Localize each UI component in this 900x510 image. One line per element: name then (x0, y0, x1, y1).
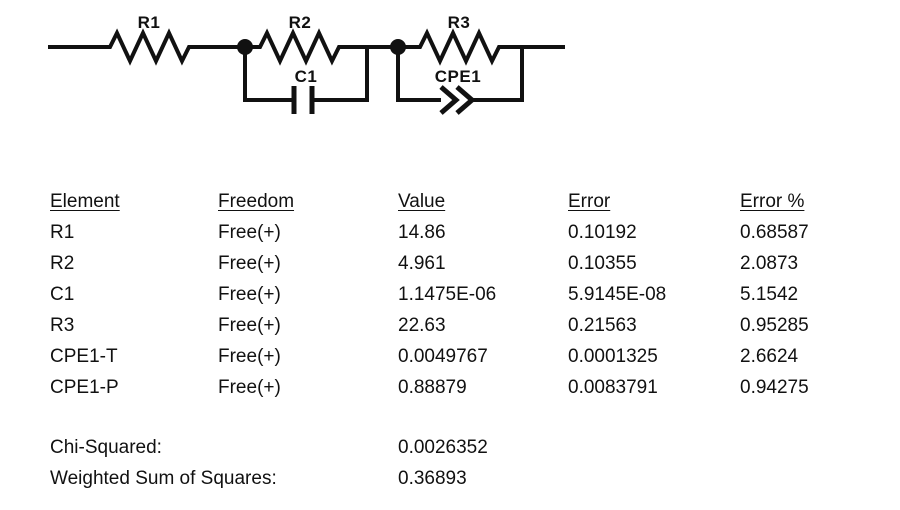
node-dot-right (390, 39, 406, 55)
cell-error-pct: 0.94275 (740, 377, 809, 398)
cell-error: 0.10192 (568, 222, 637, 243)
cell-element: R1 (50, 222, 75, 243)
cell-value: 22.63 (398, 315, 446, 336)
cell-freedom: Free(+) (218, 377, 281, 398)
fit-results-table: Element Freedom Value Error Error % R1 F… (50, 186, 900, 403)
cell-error-pct: 5.1542 (740, 284, 799, 305)
cell-element: CPE1-P (50, 377, 119, 398)
chi-squared-value: 0.0026352 (398, 437, 488, 458)
cell-error: 0.0083791 (568, 377, 658, 398)
cell-error-pct: 2.6624 (740, 346, 799, 367)
chi-squared-row: Chi-Squared: 0.0026352 (50, 432, 488, 463)
cell-error-pct: 2.0873 (740, 253, 799, 274)
cell-element: R3 (50, 315, 75, 336)
column-header-error-pct: Error % (740, 191, 805, 212)
cell-error: 0.0001325 (568, 346, 658, 367)
cpe1-label: CPE1 (435, 67, 481, 86)
cell-freedom: Free(+) (218, 346, 281, 367)
column-header-freedom: Freedom (218, 191, 295, 212)
r3-label: R3 (448, 13, 471, 32)
cell-element: R2 (50, 253, 75, 274)
cell-value: 4.961 (398, 253, 446, 274)
equivalent-circuit-diagram: R1 R2 R3 C1 CPE1 (48, 13, 565, 115)
cell-freedom: Free(+) (218, 284, 281, 305)
cell-element: CPE1-T (50, 346, 118, 367)
r2-label: R2 (289, 13, 312, 32)
cell-element: C1 (50, 284, 75, 305)
cell-value: 0.0049767 (398, 346, 488, 367)
cell-error-pct: 0.95285 (740, 315, 809, 336)
cell-value: 1.1475E-06 (398, 284, 497, 305)
wss-row: Weighted Sum of Squares: 0.36893 (50, 463, 488, 494)
chi-squared-label: Chi-Squared: (50, 437, 162, 458)
node-dot-left (237, 39, 253, 55)
cell-error: 5.9145E-08 (568, 284, 667, 305)
cpe-branch-wire (396, 47, 524, 102)
cpe1-symbol (439, 85, 476, 115)
cell-error-pct: 0.68587 (740, 222, 809, 243)
cell-value: 0.88879 (398, 377, 467, 398)
column-header-value: Value (398, 191, 446, 212)
main-wire-and-resistors (48, 28, 565, 66)
cell-freedom: Free(+) (218, 253, 281, 274)
c1-label: C1 (295, 67, 318, 86)
column-header-error: Error (568, 191, 611, 212)
capacitor-branch-wire (243, 47, 369, 102)
cell-value: 14.86 (398, 222, 446, 243)
fit-statistics: Chi-Squared: 0.0026352 Weighted Sum of S… (50, 432, 488, 494)
capacitor-c1-plates (291, 86, 315, 114)
cell-error: 0.10355 (568, 253, 637, 274)
r1-label: R1 (138, 13, 161, 32)
cell-error: 0.21563 (568, 315, 637, 336)
wss-label: Weighted Sum of Squares: (50, 468, 277, 489)
column-header-element: Element (50, 191, 120, 212)
wss-value: 0.36893 (398, 468, 467, 489)
cell-freedom: Free(+) (218, 315, 281, 336)
cell-freedom: Free(+) (218, 222, 281, 243)
